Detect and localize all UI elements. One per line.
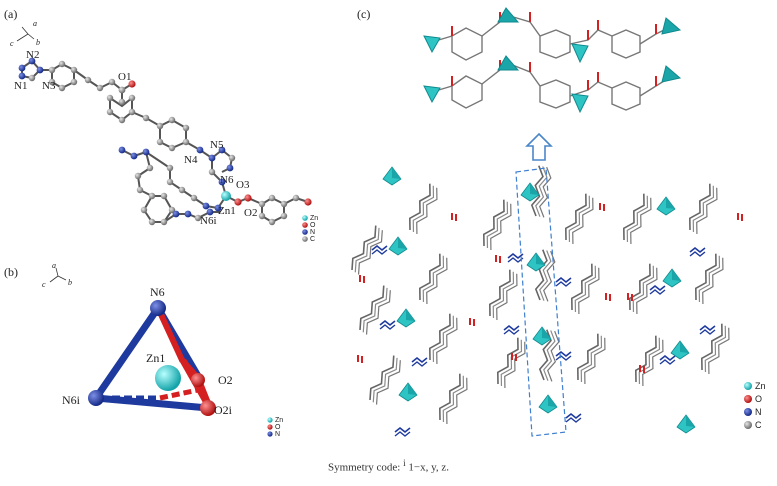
panel-c-legend: Zn O N C: [744, 381, 766, 430]
axis-a-label-b: a: [52, 261, 56, 270]
atom-label-n6i: N6i: [200, 215, 217, 227]
legend-b-n-swatch: [267, 431, 273, 437]
panel-b-axis-triad: a c b: [42, 261, 72, 289]
legend-b-zn-label: Zn: [275, 417, 283, 424]
edge-n6-n6i: [92, 304, 162, 402]
atom-label-n6: N6: [220, 174, 234, 186]
label-n6i: N6i: [62, 393, 81, 407]
packing-column-middle: [478, 164, 611, 437]
axis-b-label-b: b: [68, 278, 72, 287]
chain-row-2: [431, 63, 673, 111]
panel-a: (a) a b c: [4, 7, 318, 243]
legend-c-n-swatch: [744, 408, 752, 416]
panel-a-label: (a): [4, 7, 17, 21]
legend-b-o-swatch: [267, 424, 273, 430]
caption-prefix: Symmetry code:: [327, 461, 404, 474]
legend-c-n-label: N: [755, 407, 762, 417]
atom-label-n3: N3: [42, 80, 56, 92]
legend-zn-swatch: [302, 215, 308, 221]
legend-zn-label: Zn: [310, 215, 318, 222]
legend-c-o-label: O: [755, 394, 762, 404]
panel-b-label: (b): [4, 265, 18, 279]
panel-b-tetrahedron: [88, 300, 216, 416]
caption-text: 1−x, y, z.: [405, 461, 450, 474]
symmetry-caption: Symmetry code: i 1−x, y, z.: [0, 458, 777, 474]
legend-o-swatch: [302, 222, 308, 228]
atom-label-o2: O2: [244, 207, 257, 219]
label-o2: O2: [218, 373, 233, 387]
legend-n-swatch: [302, 229, 308, 235]
atom-label-o3: O3: [236, 179, 250, 191]
legend-o-label: O: [310, 222, 316, 229]
panel-b-legend: Zn O N: [267, 417, 283, 438]
legend-b-o-label: O: [275, 424, 281, 431]
legend-c-c-label: C: [755, 420, 762, 430]
atom-zn1: [155, 365, 181, 391]
panel-c: (c): [346, 7, 766, 437]
atom-o2i: [200, 400, 216, 416]
atom-label-n5: N5: [210, 139, 224, 151]
legend-c-zn-swatch: [744, 382, 752, 390]
panel-c-label: (c): [357, 7, 370, 21]
atom-label-n2: N2: [26, 49, 39, 61]
legend-c-label: C: [310, 236, 315, 243]
caption-superscript: i: [403, 458, 406, 468]
packing-column-right: [618, 182, 743, 434]
panel-a-legend: Zn O N C: [302, 215, 318, 243]
legend-c-o-swatch: [744, 395, 752, 403]
legend-c-c-swatch: [744, 421, 752, 429]
atom-n6: [150, 300, 166, 316]
up-arrow-icon: [525, 132, 553, 161]
panel-b: (b) a c b N6 Zn1 O2 N6: [4, 261, 283, 438]
label-o2i: O2i: [214, 403, 233, 417]
atom-label-zn1: Zn1: [218, 205, 236, 217]
atom-n6i: [88, 390, 104, 406]
highlight-box: [515, 167, 567, 437]
axis-a-label: a: [33, 19, 37, 28]
edge-n6i-o2-dashed-red: [159, 387, 199, 401]
axis-c-label-b: c: [42, 280, 46, 289]
chain-row-1: [431, 15, 673, 61]
atom-label-o1: O1: [118, 71, 131, 83]
legend-n-label: N: [310, 229, 315, 236]
atom-o2: [191, 373, 205, 387]
chain-schematic: [423, 7, 682, 114]
panel-a-atoms: [18, 57, 312, 226]
legend-c-zn-label: Zn: [755, 381, 766, 391]
panel-a-axis-triad: a b c: [10, 19, 40, 48]
legend-c-swatch: [302, 236, 308, 242]
legend-b-zn-swatch: [267, 417, 273, 423]
legend-b-n-label: N: [275, 431, 280, 438]
chain-oxygens: [451, 12, 657, 90]
atom-label-n1: N1: [14, 80, 27, 92]
atom-label-n4: N4: [184, 154, 198, 166]
label-n6: N6: [150, 285, 165, 299]
packing-column-left: [346, 166, 475, 437]
axis-c-label: c: [10, 39, 14, 48]
chain-zn-tetrahedra: [423, 7, 682, 114]
edge-n6-o2-red: [155, 305, 185, 363]
axis-b-label: b: [36, 38, 40, 47]
label-zn1: Zn1: [146, 351, 165, 365]
